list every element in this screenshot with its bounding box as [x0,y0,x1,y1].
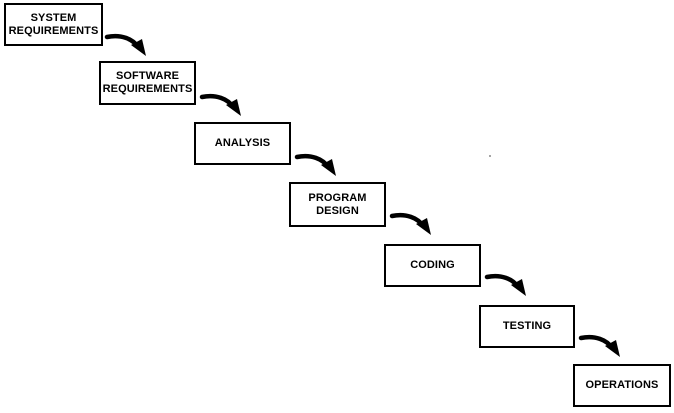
stage-label-line: SOFTWARE [115,70,180,82]
stage-testing: TESTING [479,305,575,348]
stage-label-line: PROGRAM [308,191,367,204]
curved-arrow-icon [104,33,146,56]
stage-program-design: PROGRAM DESIGN [289,182,386,227]
stage-label-line: ANALYSIS [214,137,271,149]
stage-label-line: TESTING [502,320,552,332]
stage-system-requirements: SYSTEM REQUIREMENTS [4,3,103,46]
curved-arrow-icon [389,212,431,235]
stage-coding: CODING [384,244,481,287]
stage-software-requirements: SOFTWARE REQUIREMENTS [99,61,196,105]
curved-arrow-icon [578,334,620,357]
curved-arrow-icon [199,93,241,116]
curved-arrow-icon [294,153,336,176]
stage-operations: OPERATIONS [573,364,671,407]
stage-label-line: CODING [410,259,455,271]
scan-speck [489,155,491,157]
stage-analysis: ANALYSIS [194,122,291,165]
stage-label-line: DESIGN [316,204,359,217]
curved-arrow-icon [484,273,526,296]
stage-label-line: REQUIREMENTS [102,83,193,95]
stage-label-line: SYSTEM [30,11,77,24]
stage-label-line: REQUIREMENTS [8,24,99,37]
stage-label-line: OPERATIONS [585,379,659,391]
